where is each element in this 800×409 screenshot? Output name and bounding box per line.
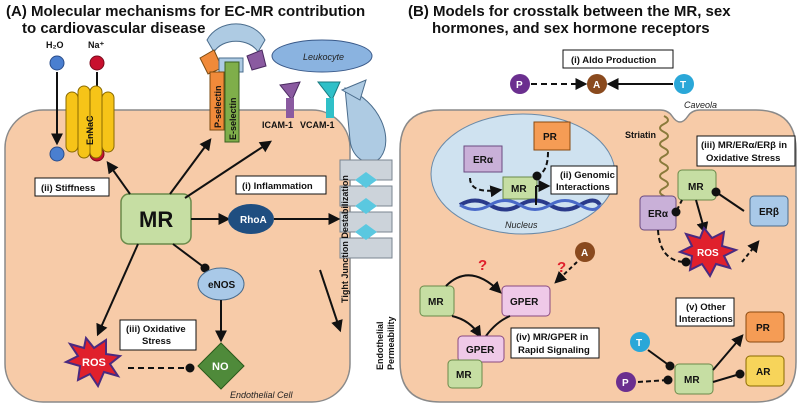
mr-er-oxidative-line2: Oxidative Stress (706, 153, 780, 164)
leukocyte-label: Leukocyte (303, 52, 344, 62)
era-nucleus (463, 145, 503, 173)
enac-channel: EnNaC (65, 85, 115, 159)
no-diamond (197, 342, 245, 390)
a-hormone-top-label: A (593, 80, 600, 91)
other-interactions-box (675, 297, 735, 327)
vcam-receptor (316, 81, 341, 101)
other-interactions-line1: (v) Other (686, 302, 726, 313)
endothelial-cell-label: Endothelial Cell (230, 390, 294, 400)
mr-nucleus-label: MR (511, 184, 527, 195)
t-hormone-other-label: T (636, 338, 642, 349)
h2o-molecule-inside (49, 146, 65, 162)
question-mark-2: ? (557, 259, 566, 276)
tight-junction-label: Tight Junction Destabilization (340, 175, 350, 303)
mr-gper-label: MR (428, 297, 444, 308)
rapid-signaling-line1: (iv) MR/GPER in (516, 332, 589, 343)
t-hormone-other (630, 332, 650, 352)
rhoa (228, 204, 274, 234)
panel-a-title-line2: to cardiovascular disease (22, 20, 205, 37)
migrating-leukocyte (344, 87, 387, 163)
inflammation-label: (i) Inflammation (242, 181, 313, 192)
gper-complex-label: GPER (466, 345, 495, 356)
p-hormone-other-label: P (622, 378, 629, 389)
pr-nucleus-label: PR (543, 132, 558, 143)
p-hormone-other (616, 372, 636, 392)
mr-complex (447, 359, 483, 389)
mr-complex-label: MR (456, 370, 472, 381)
a-hormone-top (587, 74, 607, 94)
genomic-interactions-line2: Interactions (556, 182, 610, 193)
enos-label: eNOS (208, 280, 236, 291)
mr-other-label: MR (684, 375, 700, 386)
icam-label: ICAM-1 (262, 120, 293, 130)
panel-b-title-line2: hormones, and sex hormone receptors (432, 20, 710, 37)
a-hormone-gper-label: A (581, 248, 588, 259)
enac-label: EnNaC (85, 115, 95, 145)
endothelial-permeability-line2: Permeability (386, 316, 396, 370)
icam-receptor (279, 81, 301, 101)
pr-other-label: PR (756, 323, 771, 334)
ros-burst (63, 335, 123, 389)
era-oxidative-label: ERα (648, 209, 669, 220)
aldo-production-box (562, 49, 674, 69)
erb-label: ERβ (759, 207, 779, 218)
h2o-molecule (49, 55, 65, 71)
panel-b-title-line1: (B) Models for crosstalk between the MR,… (408, 3, 731, 20)
endothelial-permeability-line1: Endothelial (375, 321, 385, 370)
rhoa-label: RhoA (240, 215, 267, 226)
leukocyte (271, 39, 373, 73)
gper (501, 285, 551, 317)
mr-central-label: MR (139, 207, 173, 232)
other-interactions-line2: Interactions (679, 314, 733, 325)
vcam-label: VCAM-1 (300, 120, 335, 130)
na-ion (89, 55, 105, 71)
mr-oxidative-label: MR (688, 182, 704, 193)
question-mark-1: ? (478, 257, 487, 274)
mr-other (674, 363, 714, 395)
erb (749, 195, 789, 227)
striatin-label: Striatin (625, 130, 656, 140)
rapid-signaling-line2: Rapid Signaling (518, 345, 590, 356)
panel-a-title-line1: (A) Molecular mechanisms for EC-MR contr… (6, 3, 365, 20)
ar-other (745, 355, 785, 387)
a-hormone-gper (575, 242, 595, 262)
genomic-interactions-box (550, 165, 618, 195)
na-label: Na⁺ (88, 40, 105, 50)
e-selectin-label: E-selectin (228, 97, 238, 140)
no-label: NO (212, 361, 229, 373)
era-nucleus-label: ERα (473, 155, 494, 166)
icam-stem (286, 98, 294, 118)
ros-label: ROS (82, 357, 106, 369)
tight-junction (339, 159, 393, 259)
p-selectin-label: P-selectin (213, 85, 223, 128)
genomic-interactions-line1: (ii) Genomic (560, 170, 615, 181)
h2o-label: H₂O (46, 40, 64, 50)
ros-b-label: ROS (697, 248, 719, 259)
vcam-stem (326, 98, 334, 118)
ros-burst-b (677, 226, 739, 278)
mr-gper (419, 285, 455, 317)
t-hormone-top (674, 74, 694, 94)
p-hormone-top-label: P (516, 80, 523, 91)
caveola-label: Caveola (684, 100, 717, 110)
aldo-production-label: (i) Aldo Production (571, 55, 656, 66)
nucleus-label: Nucleus (505, 220, 538, 230)
inflammation-box (235, 175, 327, 195)
oxidative-stress-line2: Stress (142, 336, 171, 347)
selectin-complex: P-selectin E-selectin (199, 23, 267, 143)
stiffness-box (34, 177, 110, 197)
pr-other (745, 311, 785, 343)
t-hormone-top-label: T (680, 80, 686, 91)
rapid-signaling-box (510, 327, 600, 359)
pr-nucleus (533, 121, 571, 151)
gper-label: GPER (510, 297, 539, 308)
oxidative-stress-box (119, 319, 197, 351)
ar-other-label: AR (756, 367, 771, 378)
p-hormone-top (510, 74, 530, 94)
mr-er-oxidative-line1: (iii) MR/ERα/ERβ in (701, 140, 787, 151)
mr-er-oxidative-box (696, 135, 796, 167)
oxidative-stress-line1: (iii) Oxidative (126, 324, 186, 335)
stiffness-label: (ii) Stiffness (41, 183, 95, 194)
